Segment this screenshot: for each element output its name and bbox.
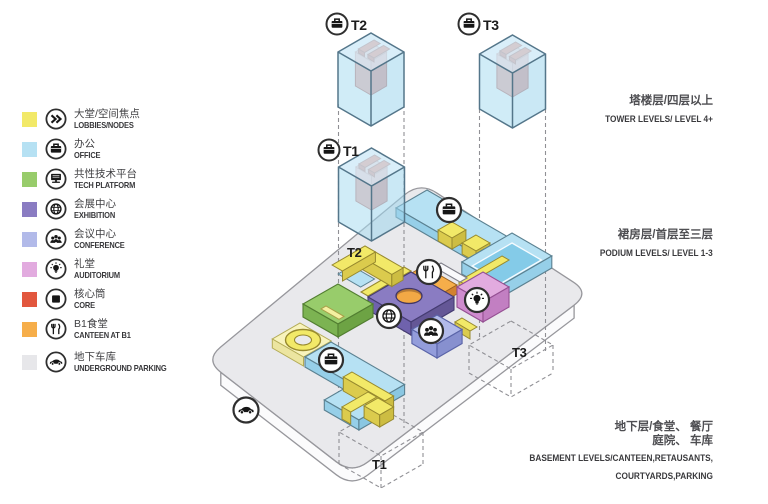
- office-swatch: [22, 141, 37, 157]
- lobby-l-block: [332, 246, 403, 287]
- cutlery-icon: [45, 318, 67, 340]
- briefcase-icon: [45, 138, 67, 160]
- legend-label-zh: 地下车库: [74, 350, 116, 363]
- basement-levels-label: 地下层/食堂、 餐厅 庭院、 车库 BASEMENT LEVELS/CANTEE…: [502, 421, 713, 484]
- car-icon: [45, 351, 67, 373]
- podium-slab: [213, 188, 582, 481]
- basement-levels-zh-1: 地下层/食堂、 餐厅: [614, 421, 713, 433]
- tower-t1-cube: [337, 147, 406, 242]
- legend-label-zh: 大堂/空间焦点: [74, 107, 140, 120]
- legend-label-en: TECH PLATFORM: [74, 179, 136, 190]
- tower-t3-cube: [478, 34, 547, 129]
- podium-t2-label: T2: [347, 245, 362, 260]
- globe-icon: [45, 198, 67, 220]
- tower-levels-label: 塔楼层/四层以上 TOWER LEVELS/ LEVEL 4+: [589, 95, 713, 127]
- parking-car-icon: [234, 398, 259, 423]
- t2-briefcase-icon: [327, 14, 348, 35]
- conference-people-icon: [419, 319, 443, 343]
- conference-swatch: [22, 231, 37, 247]
- tower-t2-cube: [337, 32, 405, 127]
- legend-label-zh: 办公: [74, 137, 95, 150]
- parking-swatch: [22, 354, 37, 370]
- podium-t3-label: T3: [512, 345, 527, 360]
- t1-briefcase-icon: [319, 140, 340, 161]
- basement-levels-en-2: COURTYARDS,PARKING: [615, 471, 713, 482]
- exhibition-globe-icon: [377, 304, 401, 328]
- tower-t3-label: T3: [483, 17, 499, 33]
- auditorium-swatch: [22, 261, 37, 277]
- legend-label-en: UNDERGROUND PARKING: [74, 362, 167, 373]
- legend-label-en: OFFICE: [74, 149, 101, 160]
- legend-label-en: CORE: [74, 299, 95, 310]
- tower-levels-zh: 塔楼层/四层以上: [629, 95, 713, 107]
- legend-label-en: EXHIBITION: [74, 209, 116, 220]
- tech-roof-bar: [321, 306, 344, 319]
- t3-footprint-dashed-box: [469, 321, 553, 398]
- circular-lobby-ring: [272, 323, 331, 366]
- legend-label-zh: 会展中心: [74, 197, 116, 210]
- lobby-walls-sw: [342, 372, 394, 427]
- chevrons-icon: [45, 108, 67, 130]
- tech-platform-block: [303, 284, 373, 337]
- basement-levels-zh-2: 庭院、 车库: [652, 434, 713, 447]
- legend-label-zh: B1食堂: [74, 317, 108, 330]
- exhibition-oculus-floor: [397, 291, 422, 303]
- exhibition-swatch: [22, 201, 37, 217]
- tower-t2-label: T2: [351, 17, 367, 33]
- canteen-cutlery-icon: [417, 260, 441, 284]
- office-sw-briefcase-icon: [319, 348, 343, 372]
- legend-label-zh: 礼堂: [74, 257, 95, 270]
- legend-label-zh: 会议中心: [74, 227, 116, 240]
- podium-t1-label: T1: [372, 457, 387, 472]
- podium-levels-zh: 裙房层/首层至三层: [617, 229, 713, 241]
- slab-top: [213, 188, 582, 468]
- legend-label-en: CANTEEN AT B1: [74, 329, 131, 340]
- people-icon: [45, 228, 67, 250]
- t3-briefcase-icon: [459, 14, 480, 35]
- tower-levels-en: TOWER LEVELS/ LEVEL 4+: [605, 113, 713, 125]
- legend-label-zh: 核心筒: [74, 287, 106, 300]
- tech-swatch: [22, 171, 37, 187]
- office-bar-briefcase-icon: [437, 198, 461, 222]
- core-swatch: [22, 291, 37, 307]
- lobbies-swatch: [22, 111, 37, 127]
- basement-levels-en-1: BASEMENT LEVELS/CANTEEN,RETAUSANTS,: [529, 453, 713, 464]
- canteen-swatch: [22, 321, 37, 337]
- podium-levels-label: 裙房层/首层至三层 PODIUM LEVELS/ LEVEL 1-3: [583, 229, 713, 261]
- monitor-icon: [45, 168, 67, 190]
- lightbulb-icon: [45, 258, 67, 280]
- legend-label-en: CONFERENCE: [74, 239, 125, 250]
- legend-label-en: LOBBIES/NODES: [74, 119, 134, 130]
- legend-label-en: AUDITORIUM: [74, 269, 120, 280]
- filled-square-icon: [45, 288, 67, 310]
- auditorium-lightbulb-icon: [465, 288, 489, 312]
- legend-label-zh: 共性技术平台: [74, 167, 137, 180]
- tower-t1-label: T1: [343, 143, 359, 159]
- podium-levels-en: PODIUM LEVELS/ LEVEL 1-3: [600, 247, 713, 259]
